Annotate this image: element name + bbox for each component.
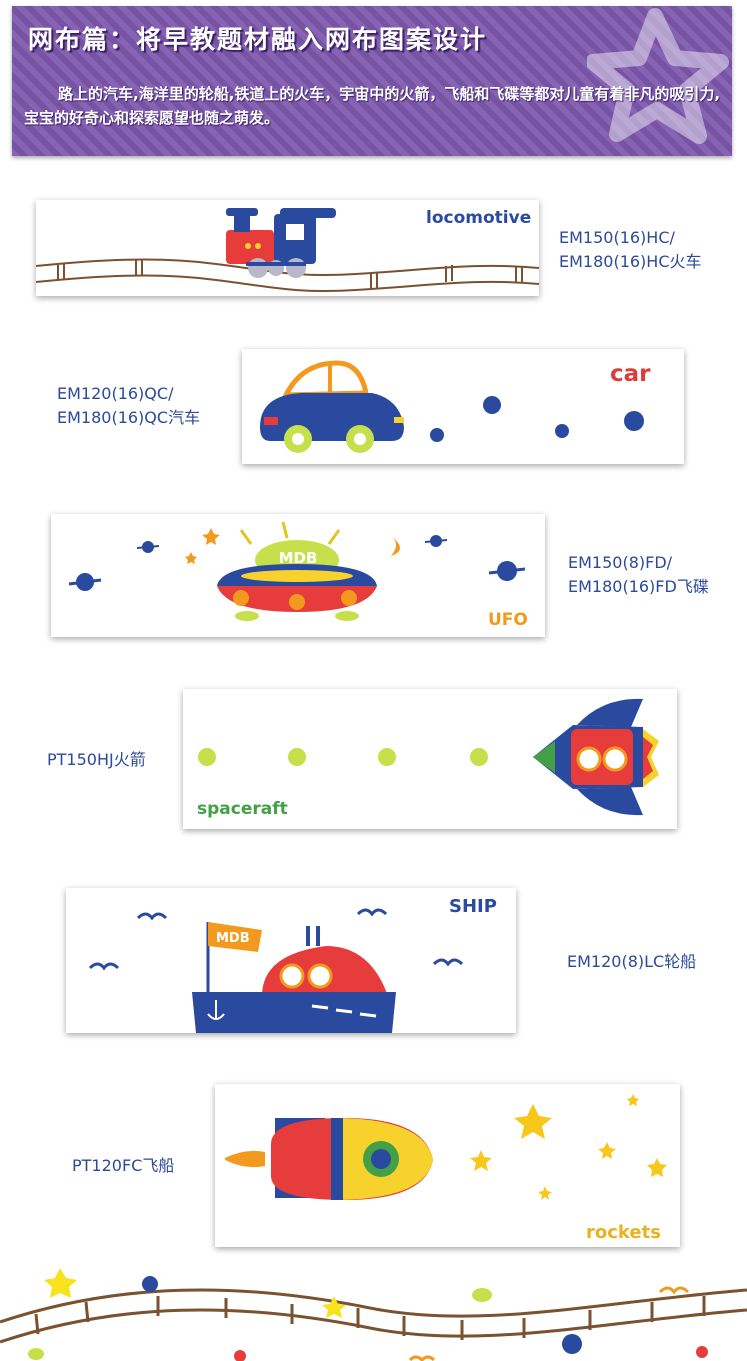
product-code-line: EM120(16)QC/ bbox=[57, 384, 174, 403]
rocket-icon bbox=[198, 698, 659, 816]
product-code: PT150HJ火箭 bbox=[47, 748, 146, 772]
product-label: SHIP bbox=[449, 896, 497, 917]
product-code-line: EM150(16)HC/ bbox=[559, 228, 675, 247]
product-label: locomotive bbox=[426, 208, 532, 228]
product-code-line: PT150HJ火箭 bbox=[47, 750, 146, 769]
track-decoration bbox=[0, 1268, 747, 1361]
product-card-ship[interactable]: MDB SHIP bbox=[66, 888, 516, 1033]
spaceship-icon bbox=[225, 1094, 667, 1200]
header-banner: 网布篇：将早教题材融入网布图案设计 路上的汽车,海洋里的轮船,铁道上的火车，宇宙… bbox=[12, 6, 732, 156]
product-code: EM150(16)HC/ EM180(16)HC火车 bbox=[559, 226, 702, 274]
product-code-line: EM120(8)LC轮船 bbox=[567, 952, 697, 971]
product-card-spaceship[interactable]: rockets bbox=[215, 1084, 680, 1247]
product-card-rocket[interactable]: spaceraft bbox=[183, 689, 677, 829]
product-label: UFO bbox=[488, 610, 528, 630]
product-code-line: EM150(8)FD/ bbox=[568, 553, 673, 572]
product-code: EM150(8)FD/ EM180(16)FD飞碟 bbox=[568, 551, 709, 599]
product-code-line: EM180(16)FD飞碟 bbox=[568, 577, 709, 596]
product-code: EM120(8)LC轮船 bbox=[567, 950, 696, 974]
star-icon bbox=[587, 8, 729, 144]
product-code-line: EM180(16)HC火车 bbox=[559, 252, 702, 271]
ufo-icon bbox=[68, 521, 526, 621]
product-code-line: PT120FC飞船 bbox=[72, 1156, 175, 1175]
ship-icon bbox=[88, 908, 464, 1033]
ship-flag-emblem: MDB bbox=[216, 931, 250, 946]
intro-text: 路上的汽车,海洋里的轮船,铁道上的火车，宇宙中的火箭，飞船和飞碟等都对儿童有着非… bbox=[24, 85, 721, 127]
page-title: 网布篇：将早教题材融入网布图案设计 bbox=[28, 25, 488, 54]
product-code: PT120FC飞船 bbox=[72, 1154, 174, 1178]
product-code: EM120(16)QC/ EM180(16)QC汽车 bbox=[57, 382, 200, 430]
product-card-car[interactable]: car bbox=[242, 349, 684, 464]
product-label: spaceraft bbox=[197, 799, 288, 819]
product-label: car bbox=[610, 361, 651, 387]
product-code-line: EM180(16)QC汽车 bbox=[57, 408, 201, 427]
train-icon bbox=[36, 208, 539, 293]
ufo-emblem: MDB bbox=[278, 549, 318, 567]
product-card-locomotive[interactable]: locomotive bbox=[36, 200, 539, 296]
product-card-ufo[interactable]: MDB UFO bbox=[51, 514, 545, 637]
product-label: rockets bbox=[586, 1222, 661, 1243]
car-icon bbox=[260, 360, 644, 453]
